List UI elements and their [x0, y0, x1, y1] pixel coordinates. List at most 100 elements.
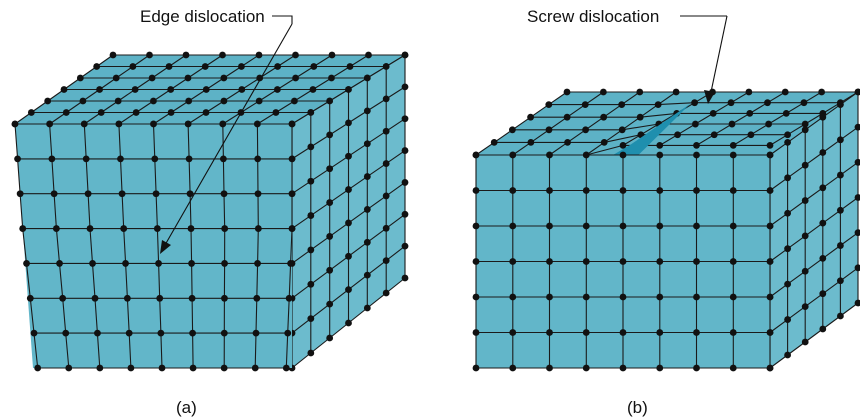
- atom: [79, 97, 87, 105]
- atom: [819, 184, 827, 192]
- atom: [219, 51, 226, 59]
- atom: [84, 190, 92, 198]
- atom: [148, 74, 156, 82]
- atom: [62, 109, 70, 116]
- atom: [273, 86, 281, 93]
- atom: [563, 88, 571, 96]
- atom: [837, 242, 844, 249]
- atom: [365, 51, 372, 59]
- atom: [188, 294, 196, 302]
- atom: [282, 364, 290, 372]
- atom: [129, 63, 137, 70]
- atom: [291, 97, 298, 105]
- top-face-gridline: [659, 91, 750, 146]
- atom: [112, 74, 120, 82]
- atom: [619, 258, 627, 265]
- atom: [837, 101, 844, 108]
- atom: [618, 126, 626, 134]
- atom: [619, 329, 627, 336]
- atom: [693, 258, 700, 265]
- atom: [309, 86, 317, 93]
- front-gridline: [118, 123, 132, 369]
- atom: [89, 260, 96, 267]
- atom: [184, 120, 192, 128]
- atom: [253, 120, 261, 128]
- atom: [656, 222, 664, 230]
- atom: [656, 151, 664, 159]
- atom: [819, 290, 827, 298]
- atom: [86, 225, 94, 232]
- atom: [326, 334, 334, 342]
- atom: [619, 187, 627, 194]
- atom: [60, 86, 68, 93]
- atom: [345, 219, 352, 227]
- atom: [220, 97, 228, 105]
- atom: [819, 255, 827, 262]
- atom: [819, 149, 827, 156]
- atom: [746, 109, 754, 117]
- atom: [693, 187, 700, 194]
- atom: [189, 364, 197, 372]
- atom: [307, 246, 315, 254]
- atom: [784, 139, 791, 146]
- atom: [509, 126, 516, 134]
- atom: [16, 190, 24, 198]
- atom: [26, 294, 34, 302]
- atom: [729, 293, 737, 301]
- atom: [220, 190, 228, 198]
- atom: [837, 171, 844, 179]
- front-gridline: [49, 123, 70, 369]
- atom: [48, 155, 56, 163]
- atom: [509, 151, 517, 159]
- atom: [345, 286, 352, 294]
- atom: [582, 364, 590, 372]
- atom: [801, 197, 809, 204]
- atom: [472, 364, 480, 372]
- atom: [382, 192, 390, 200]
- atom: [23, 260, 30, 267]
- atom: [729, 187, 737, 194]
- atom: [307, 177, 315, 185]
- atom: [345, 152, 352, 160]
- atom: [729, 142, 737, 149]
- atom: [401, 179, 409, 186]
- atom: [509, 293, 517, 301]
- atom: [472, 293, 480, 301]
- atom: [382, 127, 390, 135]
- atom: [619, 222, 627, 230]
- atom: [50, 190, 58, 198]
- atom: [93, 63, 101, 70]
- atom: [636, 88, 644, 96]
- atom: [150, 97, 157, 105]
- atom: [401, 83, 409, 91]
- atom: [509, 222, 517, 230]
- atom: [189, 329, 196, 337]
- atom: [76, 74, 84, 82]
- atom: [472, 258, 480, 265]
- atom: [132, 109, 140, 116]
- atom: [729, 329, 737, 336]
- atom: [490, 139, 498, 146]
- atom: [221, 260, 228, 267]
- atom: [363, 107, 371, 115]
- atom: [582, 187, 590, 194]
- atom: [382, 224, 390, 232]
- atom: [117, 155, 124, 163]
- atom: [656, 364, 664, 372]
- atom: [546, 151, 553, 159]
- atom: [693, 222, 700, 230]
- atom: [186, 190, 194, 198]
- atom: [221, 225, 229, 232]
- atom: [156, 294, 164, 302]
- atom: [151, 155, 159, 163]
- edge-arrow-line: [164, 23, 293, 246]
- atom: [401, 51, 409, 59]
- atom: [56, 260, 63, 267]
- atom: [766, 151, 774, 159]
- atom: [784, 131, 791, 139]
- front-gridline: [14, 123, 39, 369]
- side-face-gridline: [769, 267, 859, 333]
- atom: [254, 260, 261, 267]
- atom: [619, 142, 627, 149]
- atom: [115, 120, 123, 128]
